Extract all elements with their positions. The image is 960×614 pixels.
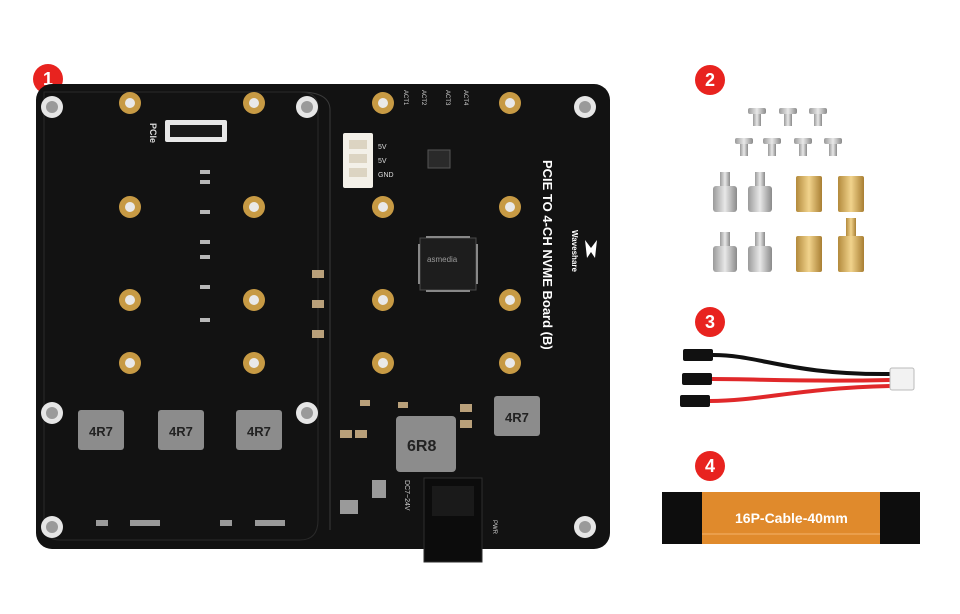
chip-label: asmedia [427,255,458,264]
pcie-label: PCIe [148,123,158,143]
led-label-1: ACT1 [402,90,408,106]
waveshare-logo [585,240,597,258]
brass-standoffs [796,176,864,272]
brand-label: Waveshare [570,230,579,273]
small-screws [735,108,842,156]
cable-label: 16P-Cable-40mm [735,510,848,526]
pwr-label: PWR [491,520,497,535]
dupont-connectors [680,349,713,407]
pcie-connector [165,120,227,142]
mounting-holes [41,96,596,538]
callout-3: 3 [695,307,725,337]
pin-label-2: 5V [378,158,387,165]
led-label-2: ACT2 [420,90,426,106]
small-inductors [78,396,540,450]
main-inductor-label: 6R8 [407,438,436,455]
main-inductor [396,416,456,472]
power-jack-label: DC7~24V [403,480,410,511]
thumb-screws [713,172,772,272]
pin-label-1: 5V [378,144,387,151]
dc-power-jack [423,477,483,563]
board-title: PCIE TO 4-CH NVME Board (B) [540,160,555,350]
power-header [343,133,373,188]
callout-4: 4 [695,451,725,481]
led-label-4: ACT4 [462,90,468,106]
jst-connector [889,367,915,391]
pcie-switch-chip [418,236,478,292]
pin-label-3: GND [378,172,394,179]
inductor-label-1: 4R7 [89,424,113,439]
m2-standoff-pads [119,92,521,374]
inductor-label-3: 4R7 [247,424,271,439]
callout-2: 2 [695,65,725,95]
inductor-label-4: 4R7 [505,410,529,425]
led-label-3: ACT3 [444,90,450,106]
inductor-label-2: 4R7 [169,424,193,439]
